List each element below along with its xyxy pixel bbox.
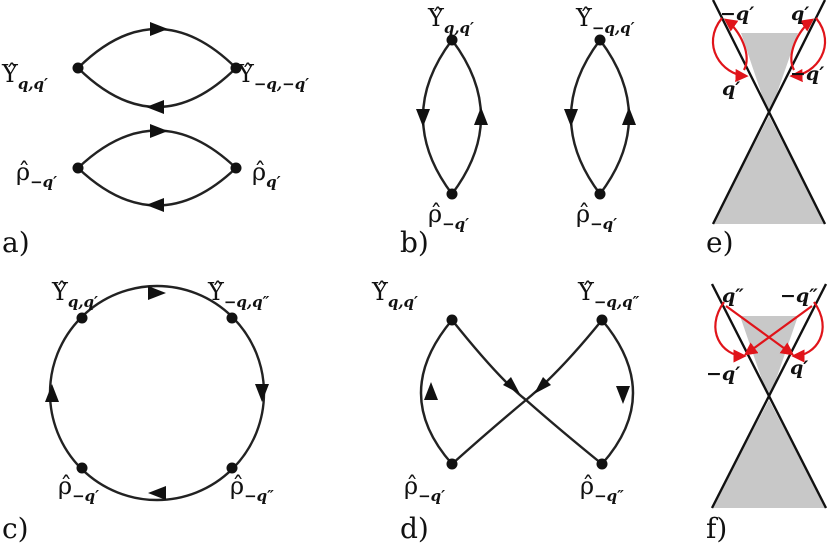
panel-c-label: c) bbox=[2, 512, 29, 545]
panel-c-arrow-bottom bbox=[148, 486, 166, 500]
vertex-dot bbox=[594, 34, 606, 46]
panel-b-arrow-2 bbox=[474, 107, 488, 125]
panel-c-label-top-right: Υ̂−q,q″ bbox=[207, 278, 270, 311]
panel-d: Υ̂q,q′ Υ̂−q,q″ ρ̂−q′ ρ̂−q″ d) bbox=[371, 278, 640, 545]
panel-d-label: d) bbox=[400, 512, 429, 545]
vertex-dot bbox=[72, 62, 84, 74]
panel-f-label-top-left: q″ bbox=[722, 285, 744, 307]
panel-f-label: f) bbox=[706, 512, 727, 545]
panel-a-top-arc-upper bbox=[77, 27, 237, 69]
vertex-dot bbox=[446, 188, 458, 200]
vertex-dot bbox=[446, 34, 458, 46]
panel-b: Υ̂q,q′ ρ̂−q′ Υ̂−q,q′ ρ̂−q′ b) bbox=[400, 4, 636, 259]
panel-c: Υ̂q,q′ Υ̂−q,q″ ρ̂−q′ ρ̂−q″ c) bbox=[2, 278, 274, 545]
panel-e-red-arrow-right bbox=[789, 17, 827, 83]
panel-e: −q′ q′ q′ −q′ e) bbox=[706, 0, 827, 259]
vertex-dot bbox=[446, 314, 458, 326]
panel-e-label-top-left: −q′ bbox=[720, 3, 754, 25]
panel-a-label-top-right: Υ̂−q,−q′ bbox=[237, 60, 309, 93]
panel-a-bottom-arc-lower bbox=[77, 167, 237, 207]
panel-f-red-cross-1 bbox=[725, 305, 795, 356]
panel-a-label-bottom-left: ρ̂−q′ bbox=[16, 158, 57, 191]
vertex-dot bbox=[594, 188, 606, 200]
panel-d-arrow-cross-2 bbox=[534, 377, 551, 394]
panel-b-arrow-4 bbox=[622, 107, 636, 125]
panel-f-label-mid-left: −q′ bbox=[706, 363, 740, 385]
panel-d-label-top-left: Υ̂q,q′ bbox=[371, 278, 418, 311]
vertex-dot bbox=[72, 162, 84, 174]
panel-d-label-bottom-right: ρ̂−q″ bbox=[580, 472, 624, 505]
panel-f-label-top-right: −q″ bbox=[780, 285, 818, 307]
vertex-dot bbox=[230, 162, 242, 174]
vertex-dot bbox=[596, 458, 608, 470]
panel-a-arrow-2 bbox=[146, 100, 164, 114]
panel-b-label-left-top: Υ̂q,q′ bbox=[427, 4, 474, 37]
panel-c-label-top-left: Υ̂q,q′ bbox=[51, 278, 98, 311]
panel-e-red-arrow-left bbox=[711, 17, 749, 83]
panel-d-cross-2 bbox=[451, 319, 603, 465]
vertex-dot bbox=[226, 312, 238, 324]
panel-f-cone-upper bbox=[740, 316, 798, 400]
panel-e-cone-line-2 bbox=[711, 0, 827, 225]
vertex-dot bbox=[226, 462, 238, 474]
panel-a-bottom-arc-upper bbox=[77, 129, 237, 169]
panel-b-arrow-1 bbox=[416, 109, 430, 127]
panel-d-right-arc bbox=[601, 319, 635, 465]
panel-e-red-arrow-left-2 bbox=[723, 18, 748, 71]
panel-b-label-left-bottom: ρ̂−q′ bbox=[428, 200, 469, 233]
panel-d-arrow-cross-1 bbox=[503, 377, 520, 394]
panel-a-label-bottom-right: ρ̂q′ bbox=[252, 158, 281, 191]
panel-b-right-arc-2 bbox=[599, 39, 631, 195]
panel-a: Υ̂q,q′ Υ̂−q,−q′ ρ̂−q′ ρ̂q′ a) bbox=[1, 22, 309, 259]
panel-a-label-top-left: Υ̂q,q′ bbox=[1, 60, 48, 93]
panel-d-label-bottom-left: ρ̂−q′ bbox=[404, 472, 445, 505]
panel-b-label-right-bottom: ρ̂−q′ bbox=[576, 200, 617, 233]
panel-a-arrow-1 bbox=[150, 22, 168, 36]
panel-b-label-right-top: Υ̂−q,q′ bbox=[575, 4, 635, 37]
panel-e-label-top-right: q′ bbox=[791, 3, 809, 25]
panel-f: q″ −q″ −q′ q′ f) bbox=[706, 283, 828, 545]
panel-e-red-arrow-right-2 bbox=[790, 18, 815, 71]
panel-b-left-arc-1 bbox=[421, 39, 453, 195]
panel-b-label: b) bbox=[400, 226, 429, 259]
panel-e-cone-upper bbox=[741, 33, 798, 116]
panel-f-cone-lower bbox=[712, 400, 826, 508]
panel-f-red-cross-2 bbox=[743, 305, 813, 356]
panel-a-top-arc-lower bbox=[77, 67, 237, 109]
panel-f-red-arrow-left bbox=[714, 301, 747, 363]
panel-f-cone-line-2 bbox=[710, 283, 828, 509]
panel-c-label-bottom-left: ρ̂−q′ bbox=[58, 472, 99, 505]
panel-a-arrow-3 bbox=[150, 124, 168, 138]
panel-f-red-arrow-right bbox=[791, 301, 824, 363]
vertex-dot bbox=[76, 312, 88, 324]
panel-e-cone-lower bbox=[713, 116, 825, 224]
vertex-dot bbox=[596, 314, 608, 326]
panel-a-label: a) bbox=[2, 226, 30, 259]
vertex-dot bbox=[230, 62, 242, 74]
panel-e-label-mid-right: −q′ bbox=[790, 63, 824, 85]
panel-b-left-arc-2 bbox=[451, 39, 483, 195]
panel-e-label: e) bbox=[706, 226, 734, 259]
panel-b-right-arc-1 bbox=[569, 39, 601, 195]
panel-d-left-arc bbox=[419, 319, 453, 465]
panel-d-label-top-right: Υ̂−q,q″ bbox=[577, 278, 640, 311]
panel-e-label-mid-left: q′ bbox=[722, 78, 740, 100]
panel-c-label-bottom-right: ρ̂−q″ bbox=[230, 472, 274, 505]
panel-a-arrow-4 bbox=[146, 198, 164, 212]
panel-f-label-mid-right: q′ bbox=[790, 357, 808, 379]
vertex-dot bbox=[446, 458, 458, 470]
panel-b-arrow-3 bbox=[564, 109, 578, 127]
vertex-dot bbox=[76, 462, 88, 474]
panel-c-arrow-right bbox=[255, 384, 269, 402]
panel-c-arrow-left bbox=[45, 384, 59, 402]
panel-d-arrow-right bbox=[616, 386, 630, 404]
panel-d-arrow-left bbox=[424, 382, 438, 400]
panel-d-cross-1 bbox=[451, 319, 603, 465]
panel-c-arrow-top bbox=[148, 286, 166, 300]
